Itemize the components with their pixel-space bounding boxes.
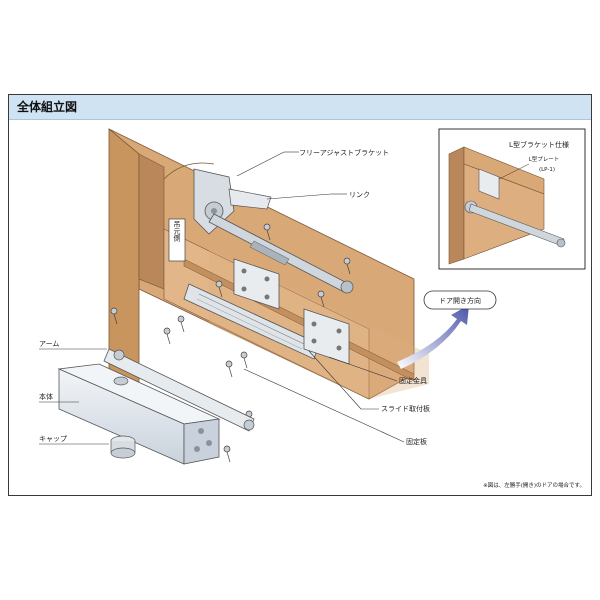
screw-icon [163, 327, 171, 345]
inset-title: L型ブラケット仕様 [509, 140, 569, 149]
link-arm [208, 213, 354, 294]
fixing-plate-label: 固定板 [406, 437, 427, 446]
screw-icon [225, 360, 233, 378]
arm-label: アーム [39, 340, 59, 348]
screws [110, 223, 351, 463]
closer-arm [103, 348, 255, 432]
link-label: リンク [349, 191, 370, 199]
l-plate-code: (LP-1) [539, 167, 555, 173]
footnote: ※図は、左勝手(開き)のドアの場合です。 [483, 481, 585, 489]
screw-icon [240, 351, 248, 369]
l-bracket-inset: L型ブラケット仕様 L型プレート (LP-1) [438, 128, 586, 270]
screw-icon [263, 223, 271, 241]
screw-icon [177, 315, 185, 333]
screw-icon [343, 257, 351, 275]
fixing-bracket-label: 固定金具 [399, 376, 427, 385]
door-direction-label: ドア開き方向 [423, 290, 497, 310]
body-label: 本体 [39, 392, 53, 401]
svg-text:吊元側: 吊元側 [173, 221, 181, 242]
slide-plate-label: スライド取付板 [381, 404, 430, 413]
cap [110, 435, 136, 459]
diagram-frame: 全体組立図 [8, 94, 592, 496]
screw-icon [110, 307, 118, 325]
door-direction-arrow [397, 305, 469, 369]
closer-body [57, 363, 221, 465]
callouts [39, 151, 405, 445]
slide-mounting-plate [183, 283, 320, 360]
free-adjust-bracket-label: フリーアジャストブラケット [299, 148, 389, 157]
screw-icon [223, 445, 231, 463]
section-header: 全体組立図 [9, 95, 591, 120]
screw-icon [317, 290, 325, 308]
page-title: 全体組立図 [17, 100, 78, 114]
svg-text:ドア開き方向: ドア開き方向 [439, 296, 481, 305]
free-adjust-bracket [193, 168, 272, 235]
screw-icon [215, 280, 223, 298]
assembly-illustration: 吊元側 [39, 128, 586, 489]
cap-label: キャップ [39, 435, 67, 443]
hinge-side-label: 吊元側 [168, 218, 186, 262]
l-plate-label: L型プレート [529, 155, 560, 163]
fixing-bracket [233, 258, 280, 310]
door-frame [108, 128, 429, 400]
